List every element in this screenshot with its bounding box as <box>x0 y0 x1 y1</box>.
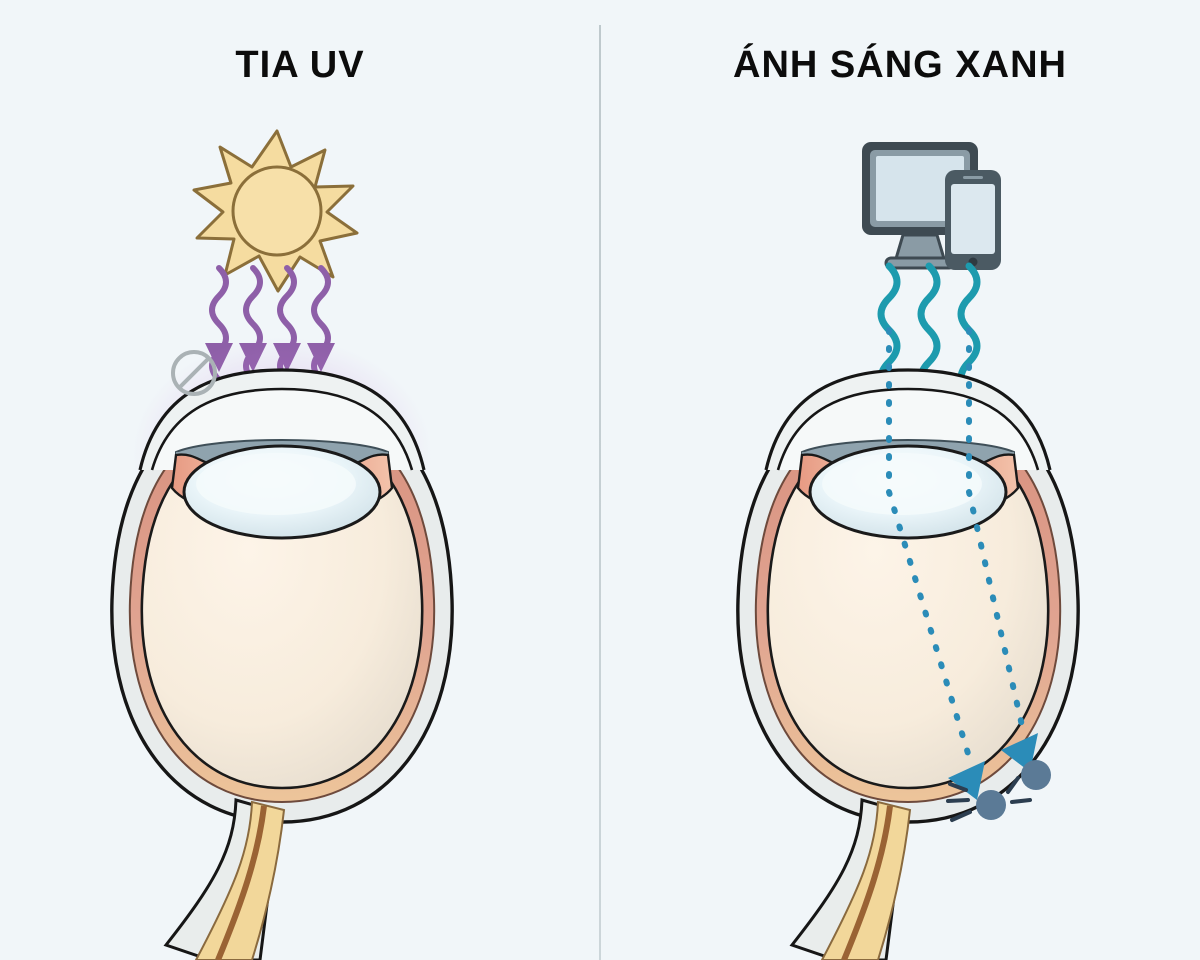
panel-title-uv: TIA UV <box>235 44 365 86</box>
retina-damage-markers <box>946 760 1051 822</box>
sun-icon <box>192 129 359 293</box>
eye-cross-section-blue-light <box>736 368 1080 960</box>
phone-icon <box>945 170 1001 270</box>
blue-light-beam-group <box>886 327 1026 763</box>
monitor-icon <box>862 142 978 270</box>
eye-cross-section-uv <box>110 368 454 960</box>
panel-title-blue-light: ÁNH SÁNG XANH <box>733 44 1067 86</box>
prohibited-icon <box>171 350 217 396</box>
panel-uv: TIA UV <box>110 44 454 960</box>
vertical-divider <box>599 25 601 960</box>
panel-blue-light: ÁNH SÁNG XANH <box>600 0 1200 960</box>
